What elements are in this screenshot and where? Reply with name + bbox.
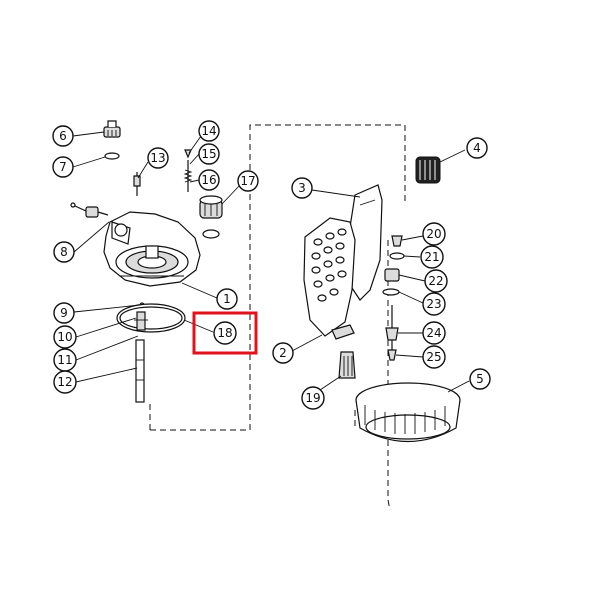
svg-text:4: 4: [473, 141, 481, 155]
callout-9: 9: [53, 302, 75, 324]
callout-18: 18: [213, 321, 237, 345]
callout-20: 20: [422, 222, 446, 246]
part-19-small-filter: [338, 351, 356, 379]
part-21-washer: [389, 252, 405, 260]
callout-7: 7: [52, 156, 74, 178]
svg-text:6: 6: [59, 129, 67, 143]
callout-22: 22: [424, 269, 448, 293]
callout-6: 6: [52, 125, 74, 147]
part-1-head-body: [103, 211, 201, 287]
callout-1: 1: [216, 288, 238, 310]
callout-8: 8: [53, 241, 75, 263]
svg-text:21: 21: [424, 250, 439, 264]
callout-5: 5: [469, 368, 491, 390]
callout-11: 11: [53, 348, 77, 372]
callout-21: 21: [420, 245, 444, 269]
svg-text:22: 22: [428, 274, 443, 288]
part-6-cap: [103, 120, 121, 138]
callout-2: 2: [272, 342, 294, 364]
svg-text:11: 11: [57, 353, 72, 367]
svg-text:17: 17: [240, 174, 255, 188]
svg-text:23: 23: [426, 297, 441, 311]
part-7-oring: [104, 152, 120, 160]
part-23-oring: [382, 288, 400, 296]
leader-lines: [72, 131, 470, 393]
part-2-filter-housing: [303, 217, 356, 340]
svg-text:9: 9: [60, 306, 68, 320]
callout-23: 23: [422, 292, 446, 316]
assembly-guide-lines: [149, 124, 406, 511]
perforation-holes: [311, 228, 347, 302]
svg-text:18: 18: [217, 326, 232, 340]
svg-text:13: 13: [150, 151, 165, 165]
svg-text:12: 12: [57, 375, 72, 389]
svg-text:15: 15: [201, 147, 216, 161]
callout-16: 16: [198, 169, 220, 191]
part-5-bowl-ring: [355, 382, 461, 442]
callout-13: 13: [147, 147, 169, 169]
callout-4: 4: [466, 137, 488, 159]
part-24-stem: [385, 305, 399, 355]
part-22-nut: [384, 268, 400, 282]
callout-3: 3: [291, 177, 313, 199]
part-12-tube: [135, 339, 145, 403]
svg-text:5: 5: [476, 372, 484, 386]
svg-text:19: 19: [305, 391, 320, 405]
callout-14: 14: [198, 120, 220, 142]
callout-10: 10: [53, 325, 77, 349]
part-10-11-nozzle: [134, 311, 148, 331]
svg-text:10: 10: [57, 330, 72, 344]
part-17-valve: [199, 195, 223, 239]
callout-25: 25: [422, 345, 446, 369]
callout-15: 15: [198, 143, 220, 165]
callout-19: 19: [301, 386, 325, 410]
svg-text:14: 14: [201, 124, 216, 138]
part-25-tip: [387, 349, 397, 361]
svg-text:16: 16: [201, 173, 216, 187]
part-18-large-oring: [116, 303, 186, 333]
part-15-16-spring: [183, 160, 193, 192]
callout-12: 12: [53, 370, 77, 394]
svg-text:1: 1: [223, 292, 231, 306]
highlight-box: [192, 311, 258, 355]
svg-text:24: 24: [426, 326, 441, 340]
svg-text:2: 2: [279, 346, 287, 360]
svg-text:7: 7: [59, 160, 67, 174]
part-13-needle: [133, 172, 141, 196]
callout-24: 24: [422, 321, 446, 345]
part-18-inner-edge: [119, 306, 183, 330]
part-8-fitting: [70, 202, 109, 218]
svg-text:3: 3: [298, 181, 306, 195]
svg-text:20: 20: [426, 227, 441, 241]
svg-text:25: 25: [426, 350, 441, 364]
svg-text:8: 8: [60, 245, 68, 259]
part-20-fitting: [391, 235, 403, 247]
callout-17: 17: [237, 170, 259, 192]
part-4-knurled-cap: [415, 156, 441, 184]
